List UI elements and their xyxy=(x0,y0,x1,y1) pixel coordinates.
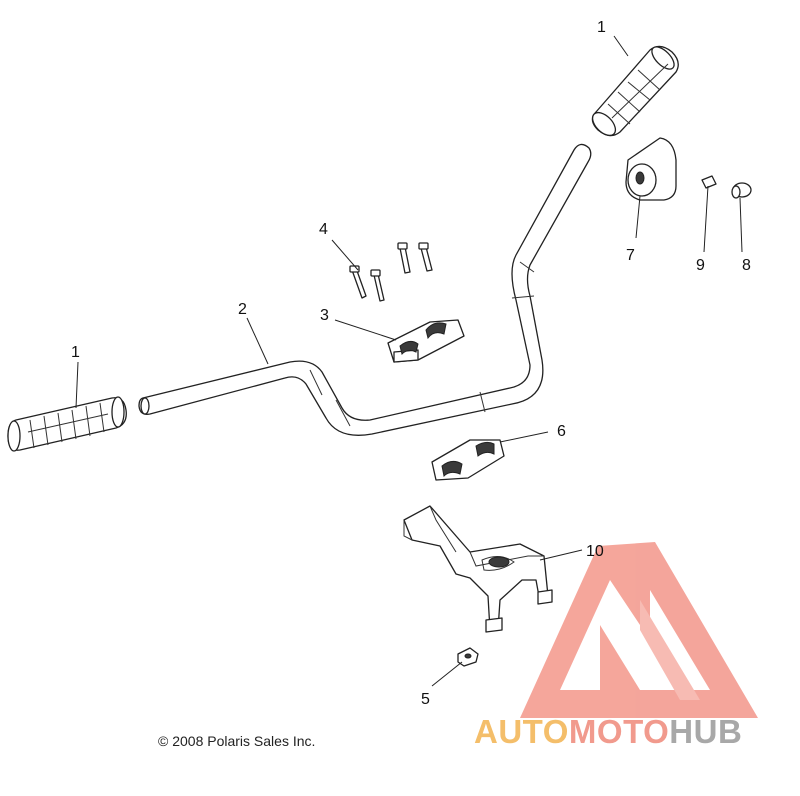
handlebar xyxy=(138,143,592,436)
cover xyxy=(625,137,677,201)
callout-plug: 8 xyxy=(742,257,751,274)
clamp-lower xyxy=(431,439,505,481)
callout-bolts: 4 xyxy=(319,221,328,238)
watermark-brand-part-auto: AUTO xyxy=(474,713,569,750)
callout-clamp-lower: 6 xyxy=(557,423,566,440)
callout-screw: 9 xyxy=(696,257,705,274)
callout-cover: 7 xyxy=(626,247,635,264)
screw xyxy=(701,175,717,189)
callout-handlebar: 2 xyxy=(238,301,247,318)
nut xyxy=(457,647,479,667)
watermark-brand: AUTOMOTOHUB xyxy=(474,713,742,751)
callout-grip-right: 1 xyxy=(597,19,606,36)
bolts xyxy=(349,242,433,302)
callout-grip-left: 1 xyxy=(71,344,80,361)
watermark-logo-mark xyxy=(520,542,758,718)
callout-nut: 5 xyxy=(421,691,430,708)
callout-bracket: 10 xyxy=(586,543,604,560)
clamp-upper xyxy=(387,319,465,363)
bracket xyxy=(403,505,553,633)
watermark-brand-part-hub: HUB xyxy=(669,713,743,750)
watermark-brand-part-moto: MOTO xyxy=(568,713,670,750)
callout-clamp-upper: 3 xyxy=(320,307,329,324)
copyright-notice: © 2008 Polaris Sales Inc. xyxy=(158,733,316,749)
leader-lines xyxy=(75,35,743,687)
plug xyxy=(731,182,752,199)
callout-numbers: 1 1 2 3 4 6 7 9 8 10 5 xyxy=(71,19,751,708)
grip-left xyxy=(7,396,127,452)
grip-right xyxy=(591,45,679,137)
